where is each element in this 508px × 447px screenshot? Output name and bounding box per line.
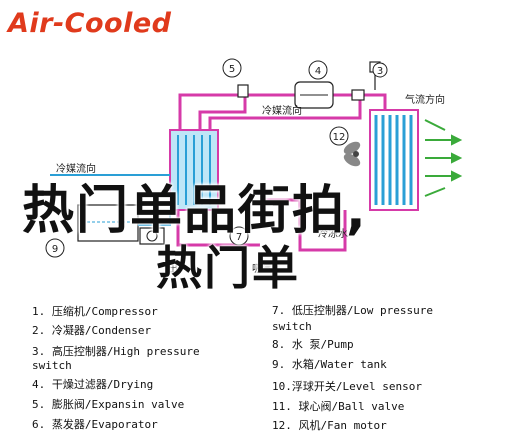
compressor — [294, 81, 334, 109]
legend-item-11: 11. 球心阀/Ball valve — [272, 400, 405, 413]
overlay-text-line-2: 热门单 — [156, 241, 300, 295]
refrigerant-flow-label-left: 冷媒流向 — [56, 162, 96, 175]
refrigerant-flow-label-top: 冷媒流向 — [262, 104, 302, 117]
condenser-coil — [369, 109, 419, 211]
legend-item-7: 7. 低压控制器/Low pressure — [272, 304, 433, 317]
component-number-badges — [45, 58, 388, 258]
badge-3: 3 — [377, 66, 383, 77]
refrigerant-piping — [176, 93, 387, 252]
component-numbers: 5 4 3 12 9 7 — [52, 64, 383, 255]
legend-item-3-cont: switch — [32, 359, 72, 372]
legend-item-10: 10.浮球开关/Level sensor — [272, 380, 422, 393]
suction-label: 吸气 — [252, 262, 272, 275]
legend-item-6: 6. 蒸发器/Evaporator — [32, 418, 158, 431]
legend-item-2: 2. 冷凝器/Condenser — [32, 324, 152, 337]
fan-motor — [343, 141, 361, 167]
badge-9: 9 — [52, 244, 58, 255]
pump — [139, 227, 165, 245]
overlay-text-line-1: 热门单品街拍, — [22, 181, 368, 241]
legend-item-7-cont: switch — [272, 320, 312, 333]
water-piping — [50, 174, 171, 226]
outlet-label: 出 — [168, 262, 178, 275]
badge-4: 4 — [315, 66, 321, 77]
airflow-arrows — [424, 119, 463, 197]
badge-12: 12 — [333, 132, 346, 143]
diagram-title: Air-Cooled — [8, 8, 172, 39]
legend-item-3: 3. 高压控制器/High pressure — [32, 345, 200, 358]
badge-5: 5 — [229, 64, 235, 75]
water-tank — [77, 204, 139, 242]
legend-item-5: 5. 膨胀阀/Expansin valve — [32, 398, 185, 411]
legend-item-9: 9. 水箱/Water tank — [272, 358, 387, 371]
air-flow-label: 气流方向 — [405, 93, 445, 106]
cold-water-label: 冷冻水 — [318, 227, 348, 240]
legend-item-4: 4. 干燥过滤器/Drying — [32, 378, 154, 391]
legend-item-12: 12. 风机/Fan motor — [272, 419, 387, 432]
evaporator — [169, 129, 219, 211]
badge-7: 7 — [236, 232, 242, 243]
legend-item-8: 8. 水 泵/Pump — [272, 338, 354, 351]
legend-item-1: 1. 压缩机/Compressor — [32, 305, 158, 318]
